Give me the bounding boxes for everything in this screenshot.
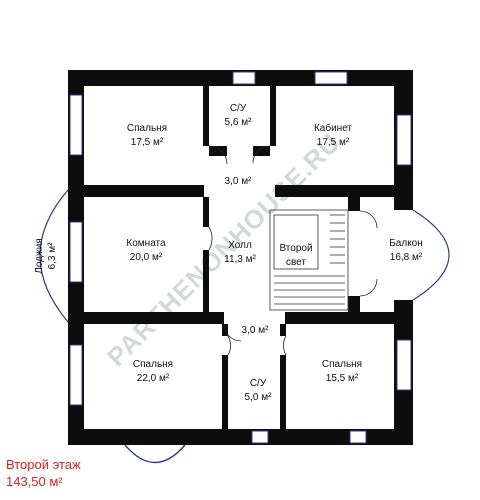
room-wc2-name: С/У — [250, 378, 267, 389]
room-loggia-name: Лоджия — [34, 238, 45, 273]
room-second-light-line1: Второй — [279, 243, 312, 254]
room-room-name: Комната — [126, 238, 166, 249]
room-loggia-area: 6,3 м² — [47, 242, 58, 270]
room-wc1-name: С/У — [230, 103, 247, 114]
room-corridor2-area: 3,0 м² — [242, 325, 270, 336]
room-bedroom3-name: Спальня — [322, 359, 362, 370]
room-labels: Спальня 17,5 м² С/У 5,6 м² Кабинет 17,5 … — [34, 103, 423, 403]
windows — [69, 71, 412, 444]
room-wc1-area: 5,6 м² — [225, 117, 253, 128]
room-room-area: 20,0 м² — [130, 252, 163, 263]
floor-area: 143,50 м² — [6, 474, 63, 489]
room-wc2-area: 5,0 м² — [245, 392, 273, 403]
bay-window-arc — [124, 444, 186, 464]
floor-info: Второй этаж 143,50 м² — [6, 456, 81, 490]
room-office-name: Кабинет — [314, 122, 352, 134]
room-corridor1-area: 3,0 м² — [225, 176, 253, 187]
stairs — [269, 209, 349, 311]
floor-title: Второй этаж — [6, 457, 81, 472]
room-second-light-line2: свет — [286, 257, 306, 268]
room-bedroom1-name: Спальня — [127, 123, 167, 134]
loggia-arc — [39, 189, 69, 323]
doors — [208, 145, 378, 356]
room-office-area: 17,5 м² — [317, 137, 350, 148]
balcony-arc — [412, 209, 450, 301]
room-bedroom2-area: 22,0 м² — [137, 373, 170, 384]
room-balcony-name: Балкон — [389, 238, 423, 249]
room-bedroom1-area: 17,5 м² — [131, 137, 164, 148]
room-bedroom2-name: Спальня — [133, 359, 173, 370]
room-hall-name: Холл — [228, 240, 252, 251]
room-hall-area: 11,3 м² — [224, 254, 256, 265]
room-balcony-area: 16,8 м² — [390, 252, 423, 263]
room-bedroom3-area: 15,5 м² — [326, 373, 359, 384]
